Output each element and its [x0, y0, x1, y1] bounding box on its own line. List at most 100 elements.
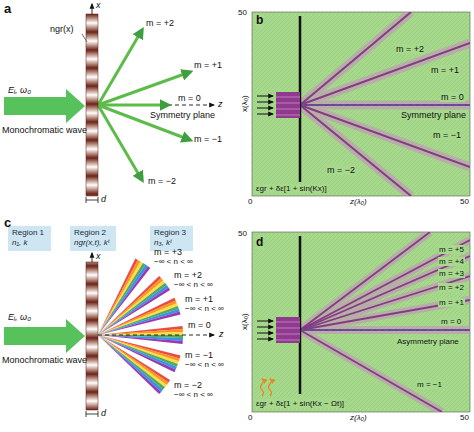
panel-letter: d — [255, 236, 264, 250]
symmetry-line — [300, 104, 470, 105]
diffracted-ray — [98, 105, 142, 180]
asymmetry-line — [300, 329, 470, 330]
source-stripes — [276, 97, 300, 115]
input-arrow — [257, 321, 273, 339]
order-label: m = −1 — [185, 350, 213, 360]
source-block — [276, 317, 300, 343]
modulation-arrow — [261, 379, 264, 396]
order-label: m = −1 — [416, 380, 443, 389]
diffraction-beam — [300, 43, 470, 105]
region-title: Region 3 — [154, 228, 189, 238]
panel-b-figure — [252, 12, 470, 196]
region-title: Region 1 — [12, 228, 47, 238]
plane-label: Symmetry plane — [400, 110, 467, 120]
order-label: m = +1 — [185, 294, 213, 304]
rainbow-fan — [98, 335, 165, 390]
wave-label: Monochromatic wave — [2, 125, 87, 135]
diffraction-beam — [300, 105, 470, 167]
field-texture — [252, 12, 470, 196]
range-label: −∞ < n < ∞ — [154, 257, 193, 266]
diffraction-beam — [300, 104, 470, 106]
order-label: m = +3 — [438, 269, 465, 278]
thickness-mark — [86, 197, 87, 203]
thickness-mark — [86, 411, 98, 417]
rainbow-fan — [98, 259, 183, 394]
order-label: m = +1 — [438, 298, 465, 307]
diffracted-ray — [98, 30, 190, 180]
grating-slab — [86, 14, 98, 196]
thickness-mark — [98, 197, 99, 203]
panel-c-figure — [4, 253, 214, 417]
diffraction-beam — [300, 232, 470, 412]
panel-letter: c — [4, 216, 11, 231]
region-title: Region 2 — [74, 228, 112, 238]
order-label: m = −1 — [432, 130, 462, 140]
diffracted-ray — [98, 104, 168, 107]
incident-wave-arrow — [4, 319, 85, 353]
thickness-mark — [86, 200, 98, 201]
order-label: m = +2 — [395, 44, 425, 54]
axis-label: z(λ₀) — [350, 413, 367, 422]
rainbow-fan — [98, 329, 183, 335]
source-stripes — [276, 334, 300, 335]
z-axis — [98, 335, 214, 336]
order-label: m = −1 — [194, 134, 222, 144]
plane-label: Symmetry plane — [150, 110, 215, 120]
source-stripes — [276, 103, 300, 104]
region-formula: ngr(x,t), kᵗ — [74, 238, 112, 248]
diffraction-beam — [300, 12, 470, 196]
tick-label: 50 — [238, 229, 247, 238]
tick-label: 50 — [460, 413, 469, 422]
thickness-mark — [86, 197, 98, 203]
input-arrow — [257, 108, 273, 109]
region-formula: n₃, kᵗ — [154, 238, 189, 248]
order-label: m = +2 — [146, 18, 174, 28]
x-axis — [92, 253, 93, 262]
order-label: m = −2 — [326, 165, 356, 175]
order-label: m = 0 — [188, 320, 211, 330]
input-arrow — [257, 114, 273, 115]
axis-label: x — [96, 0, 101, 10]
modulation-arrow — [269, 379, 272, 396]
plot-ground — [252, 232, 470, 412]
diffraction-beam — [300, 276, 470, 330]
field-texture — [252, 232, 470, 412]
grating-line — [299, 236, 302, 394]
wave-label: Monochromatic wave — [2, 355, 87, 365]
input-arrow — [257, 327, 273, 328]
order-label: m = +1 — [194, 60, 222, 70]
source-block — [276, 92, 300, 118]
tick-label: 0 — [248, 197, 252, 206]
range-label: −∞ < n < ∞ — [174, 390, 213, 399]
range-label: −∞ < n < ∞ — [185, 360, 224, 369]
source-stripes — [276, 328, 300, 329]
range-label: −∞ < n < ∞ — [174, 280, 213, 289]
tick-label: 0 — [248, 413, 252, 422]
plot-ground — [252, 12, 470, 196]
wave-label: Eᵢ, ω₀ — [8, 85, 31, 95]
rainbow-fan — [98, 335, 161, 394]
diffraction-beam — [300, 256, 470, 330]
order-label: m = +4 — [438, 257, 465, 266]
diffraction-beam — [300, 240, 470, 330]
panel-d-figure — [252, 232, 470, 412]
diffraction-beam — [300, 240, 470, 330]
axis-label: x(λ₀) — [239, 314, 248, 331]
diffraction-beam — [300, 329, 470, 331]
region-box: Region 1n₁, k — [8, 226, 51, 251]
diffraction-beam — [300, 326, 470, 334]
order-label: m = −2 — [174, 380, 202, 390]
source-stripes — [276, 97, 300, 98]
axis-label: z — [219, 329, 224, 339]
panel-a-figure — [4, 4, 214, 203]
permittivity-formula: εgr + δε[1 + sin(Kx − Ωt)] — [255, 399, 345, 408]
source-stripes — [276, 109, 300, 110]
input-arrow — [257, 102, 273, 103]
leader-line — [82, 34, 87, 42]
rainbow-fan — [98, 335, 180, 361]
axis-label: x — [96, 251, 101, 261]
diffraction-beam — [300, 12, 411, 105]
rainbow-fan — [98, 335, 169, 385]
